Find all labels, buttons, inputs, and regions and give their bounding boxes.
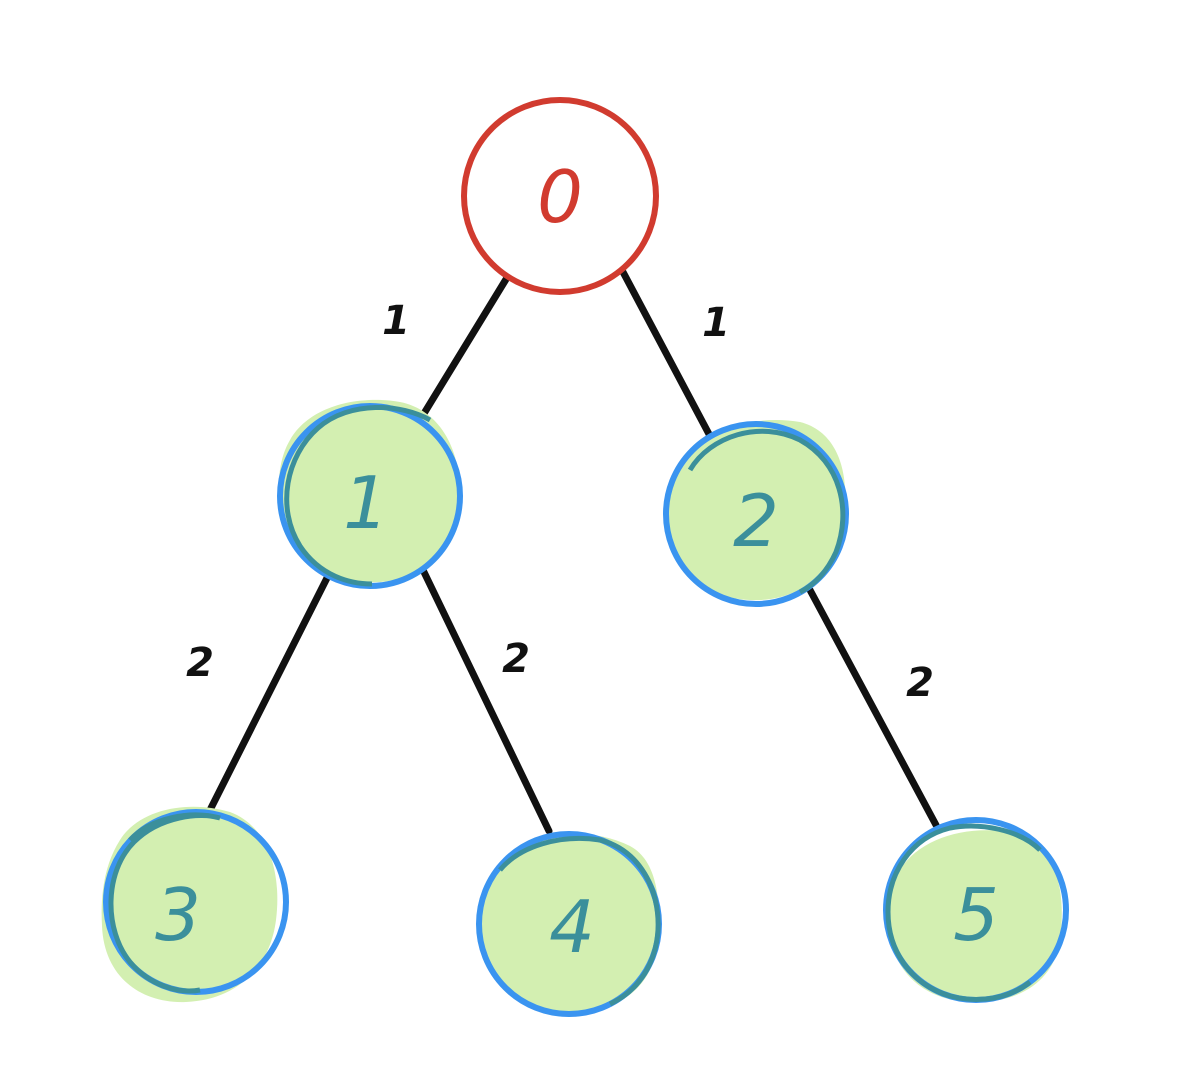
tree-node-1: 1 bbox=[277, 399, 463, 589]
edge-1-4 bbox=[419, 566, 553, 835]
node-4-label: 4 bbox=[549, 885, 595, 969]
node-5-fill bbox=[887, 830, 1062, 1003]
node-2-outline bbox=[663, 421, 849, 607]
node-3-fill bbox=[101, 806, 278, 1003]
node-5-label: 5 bbox=[953, 873, 999, 957]
node-2-inner-stroke bbox=[687, 428, 846, 595]
tree-node-4: 4 bbox=[476, 831, 662, 1017]
edge-2-5 bbox=[806, 586, 940, 829]
node-1-fill bbox=[278, 399, 461, 583]
node-2-label: 2 bbox=[733, 479, 779, 563]
node-4-fill bbox=[480, 833, 659, 1014]
tree-node-2: 2 bbox=[663, 420, 849, 607]
tree-node-5: 5 bbox=[883, 817, 1069, 1003]
edge-1-3 bbox=[202, 572, 332, 822]
node-2-fill bbox=[667, 420, 846, 601]
node-1-inner-stroke bbox=[284, 405, 432, 587]
node-4-inner-stroke bbox=[498, 835, 661, 1007]
edge-label-0-2: 1 bbox=[702, 300, 730, 346]
tree-node-0: 0 bbox=[461, 97, 659, 295]
node-0-label: 0 bbox=[537, 155, 583, 239]
edge-label-1-3: 2 bbox=[186, 640, 214, 686]
edges bbox=[202, 268, 940, 835]
node-3-inner-stroke bbox=[108, 812, 221, 994]
edge-labels: 1 1 2 2 2 bbox=[186, 298, 934, 706]
node-0-circle bbox=[461, 97, 659, 295]
node-3-label: 3 bbox=[155, 873, 201, 957]
edge-0-2 bbox=[619, 268, 714, 440]
node-5-inner-stroke bbox=[885, 823, 1042, 1003]
edge-0-1 bbox=[416, 272, 512, 424]
tree-node-3: 3 bbox=[101, 806, 289, 1003]
node-1-label: 1 bbox=[343, 461, 389, 545]
edge-label-2-5: 2 bbox=[906, 660, 934, 706]
edge-label-1-4: 2 bbox=[502, 636, 530, 682]
edge-label-0-1: 1 bbox=[382, 298, 410, 344]
